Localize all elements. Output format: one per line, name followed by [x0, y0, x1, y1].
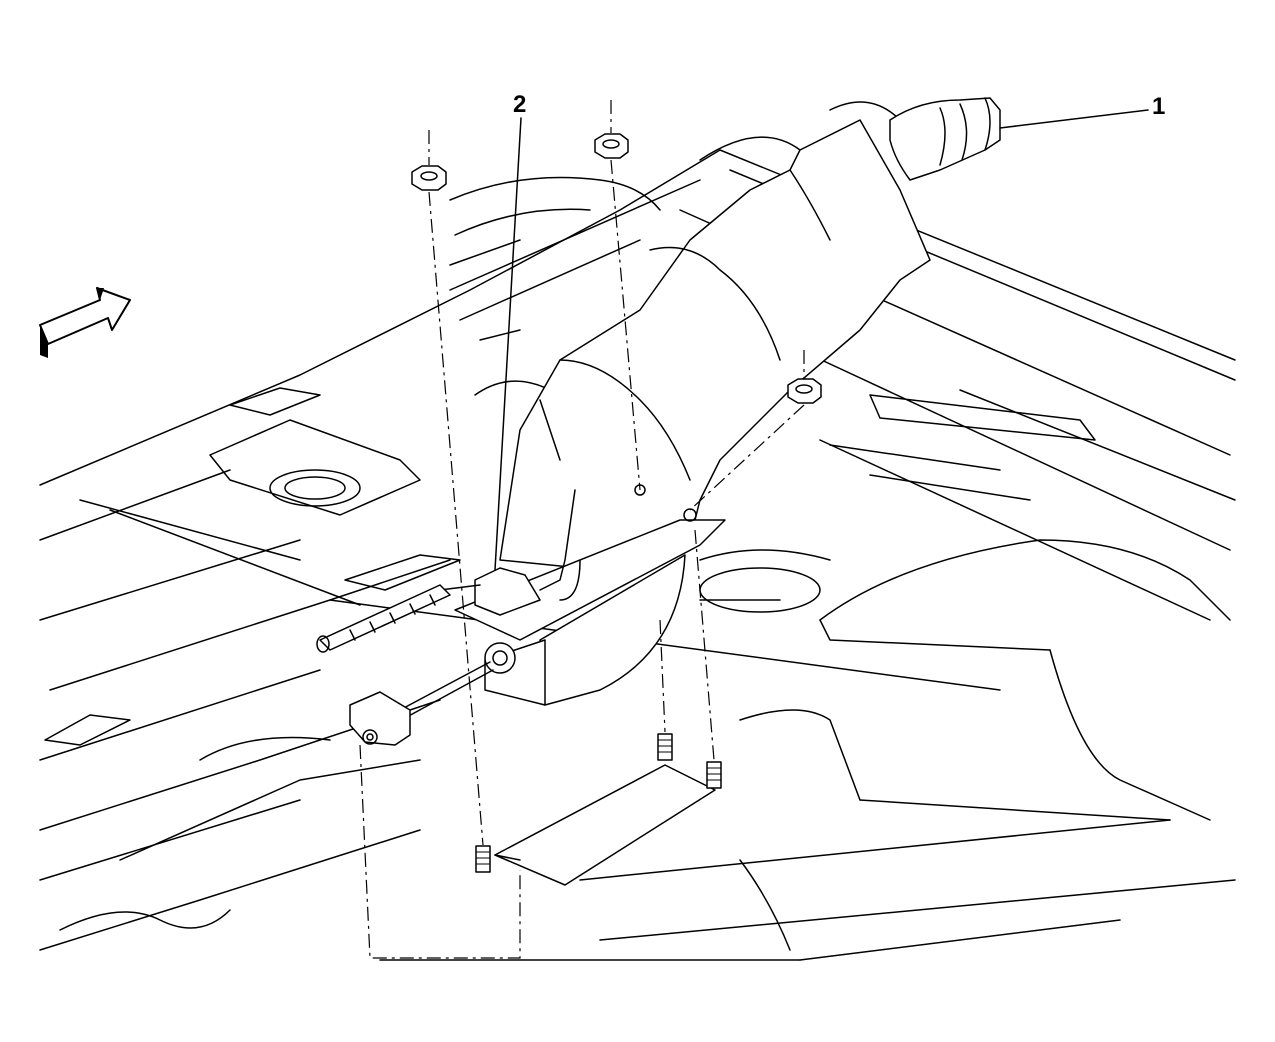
threaded-stud-icon [706, 761, 722, 789]
parking-brake-switch [439, 489, 581, 616]
brake-lever-handle [889, 97, 1001, 181]
parking-brake-boot [499, 101, 931, 571]
flange-nut-icon [787, 378, 822, 404]
flange-nut-icon [411, 165, 447, 191]
callout-1-label: 1 [1152, 93, 1165, 120]
parking-brake-cable [316, 584, 516, 719]
flange-nut-icon [594, 133, 629, 159]
front-direction-arrow-icon [39, 287, 131, 358]
cable-clip [349, 691, 411, 746]
alignment-lines [359, 100, 805, 959]
threaded-stud-icon [475, 845, 491, 873]
threaded-stud-icon [657, 733, 673, 761]
callout-2-label: 2 [513, 91, 526, 118]
callout-leaders [494, 109, 1149, 571]
